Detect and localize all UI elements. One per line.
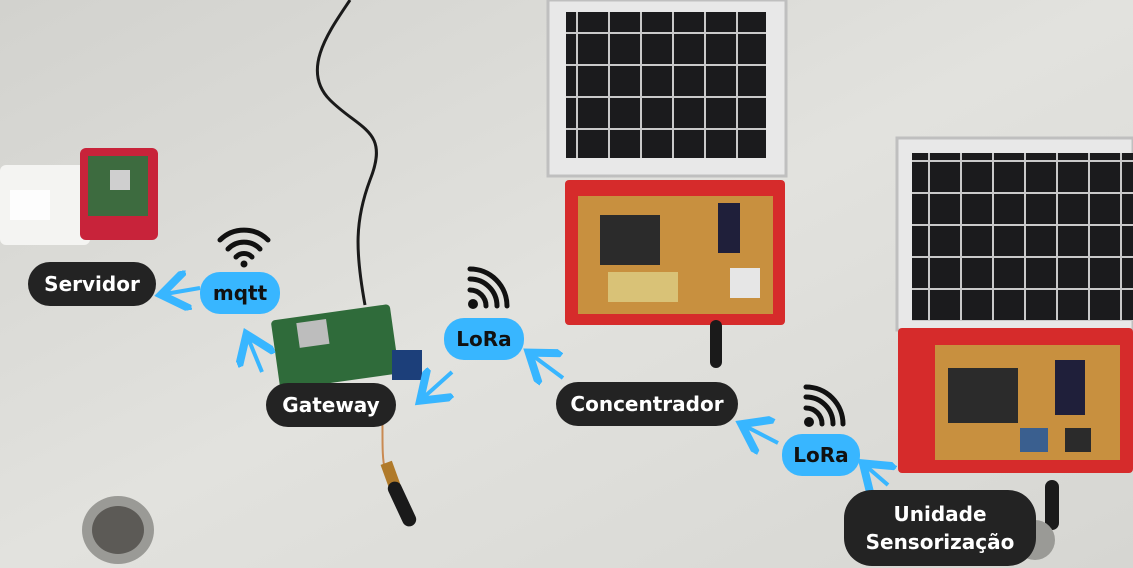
unidade-label-line1: Unidade xyxy=(893,502,987,526)
gateway-device xyxy=(271,304,422,527)
arrow-concentrador-to-lora xyxy=(532,355,565,378)
concentrador-label: Concentrador xyxy=(556,382,738,426)
gateway-label: Gateway xyxy=(266,383,396,427)
unidade-label-line2: Sensorização xyxy=(865,530,1015,554)
mqtt-label: mqtt xyxy=(200,272,280,314)
unidade-sensorizacao-label: Unidade Sensorização xyxy=(844,490,1036,566)
arrow-mqtt-to-servidor xyxy=(165,288,201,294)
servidor-label: Servidor xyxy=(28,262,156,306)
server-device xyxy=(0,148,158,245)
arrow-lora-to-gateway xyxy=(423,372,452,398)
power-cable xyxy=(315,0,378,306)
lora-unidade-label: LoRa xyxy=(782,434,860,476)
wifi-icon xyxy=(217,227,271,268)
signal-broadcast-icon xyxy=(467,266,510,309)
arrow-unidade-to-lora xyxy=(866,466,888,485)
lora-gateway-label: LoRa xyxy=(444,318,524,360)
concentrador-device xyxy=(546,0,788,368)
arrow-lora-to-concentrador xyxy=(745,426,779,443)
signal-broadcast-icon xyxy=(803,384,846,427)
desk-grommet xyxy=(82,496,154,564)
arrow-gateway-to-mqtt xyxy=(248,338,262,373)
